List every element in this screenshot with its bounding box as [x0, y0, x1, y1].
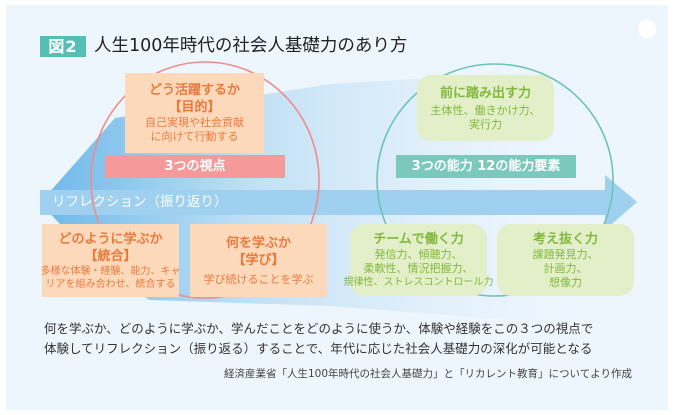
- caption-line-1: 何を学ぶか、どのように学ぶか、学んだことをどのように使うか、体験や経験をこの３つ…: [44, 321, 594, 336]
- perspective-heading: 何を学ぶか: [225, 235, 291, 251]
- perspective-learning: 何を学ぶか 【学び】 学び続けることを学ぶ: [190, 224, 327, 297]
- abilities-circle: [376, 63, 614, 297]
- ability-desc: 柔軟性、情況把握力、: [363, 261, 474, 275]
- perspective-integration: どのように学ぶか 【統合】 多様な体験・経験、能力、キャ リアを組み合わせ、統合…: [40, 224, 181, 297]
- ability-desc: 規律性、ストレスコントロール力: [343, 276, 494, 288]
- ability-thinking: 考え抜く力 課題発見力、 計画力、 想像力: [497, 224, 634, 296]
- perspective-purpose: どう活躍するか 【目的】 自己実現や社会貢献 に向けて行動する: [125, 73, 264, 153]
- ability-step-forward: 前に踏み出す力 主体性、働きかけ力、 実行力: [417, 75, 554, 141]
- perspective-heading: どう活躍するか: [148, 83, 240, 98]
- perspective-desc: に向けて行動する: [150, 130, 239, 143]
- reflection-label: リフレクション（振り返り）: [52, 194, 228, 210]
- perspective-tag: 【学び】: [232, 252, 285, 268]
- ability-heading: 考え抜く力: [532, 231, 598, 247]
- ability-desc: 想像力: [549, 275, 582, 289]
- ability-teamwork: チームで働く力 発信力、傾聴力、 柔軟性、情況把握力、 規律性、ストレスコントロ…: [344, 224, 494, 296]
- decorative-dot: [638, 20, 656, 38]
- ability-desc: 課題発見力、: [532, 247, 599, 261]
- figure-title: 人生100年時代の社会人基礎力のあり方: [94, 36, 408, 56]
- ability-desc: 実行力: [469, 117, 502, 131]
- perspectives-circle: [90, 61, 320, 299]
- perspective-heading: どのように学ぶか: [58, 231, 163, 247]
- perspective-tag: 【統合】: [84, 248, 137, 264]
- ability-desc: 発信力、傾聴力、: [374, 247, 463, 261]
- source-note: 経済産業省「人生100年時代の社会人基礎力」と「リカレント教育」についてより作成: [223, 368, 632, 380]
- figure-badge: 図2: [40, 36, 86, 57]
- ability-heading: 前に踏み出す力: [439, 85, 531, 101]
- abilities-label: 3つの能力 12の能力要素: [396, 155, 576, 178]
- perspective-tag: 【目的】: [168, 100, 221, 115]
- caption-line-2: 体験してリフレクション（振り返る）することで、年代に応じた社会人基礎力の深化が可…: [44, 341, 593, 356]
- perspective-desc: 学び続けることを学ぶ: [203, 272, 314, 286]
- ability-heading: チームで働く力: [373, 231, 464, 247]
- ability-desc: 計画力、: [543, 261, 588, 275]
- perspective-desc: 多様な体験・経験、能力、キャ: [40, 265, 181, 277]
- perspective-desc: リアを組み合わせ、統合する: [45, 278, 176, 290]
- reflection-arrow: [40, 175, 637, 230]
- ability-desc: 主体性、働きかけ力、: [430, 103, 541, 117]
- perspectives-label: 3つの視点: [105, 155, 285, 178]
- perspective-desc: 自己実現や社会貢献: [145, 116, 244, 129]
